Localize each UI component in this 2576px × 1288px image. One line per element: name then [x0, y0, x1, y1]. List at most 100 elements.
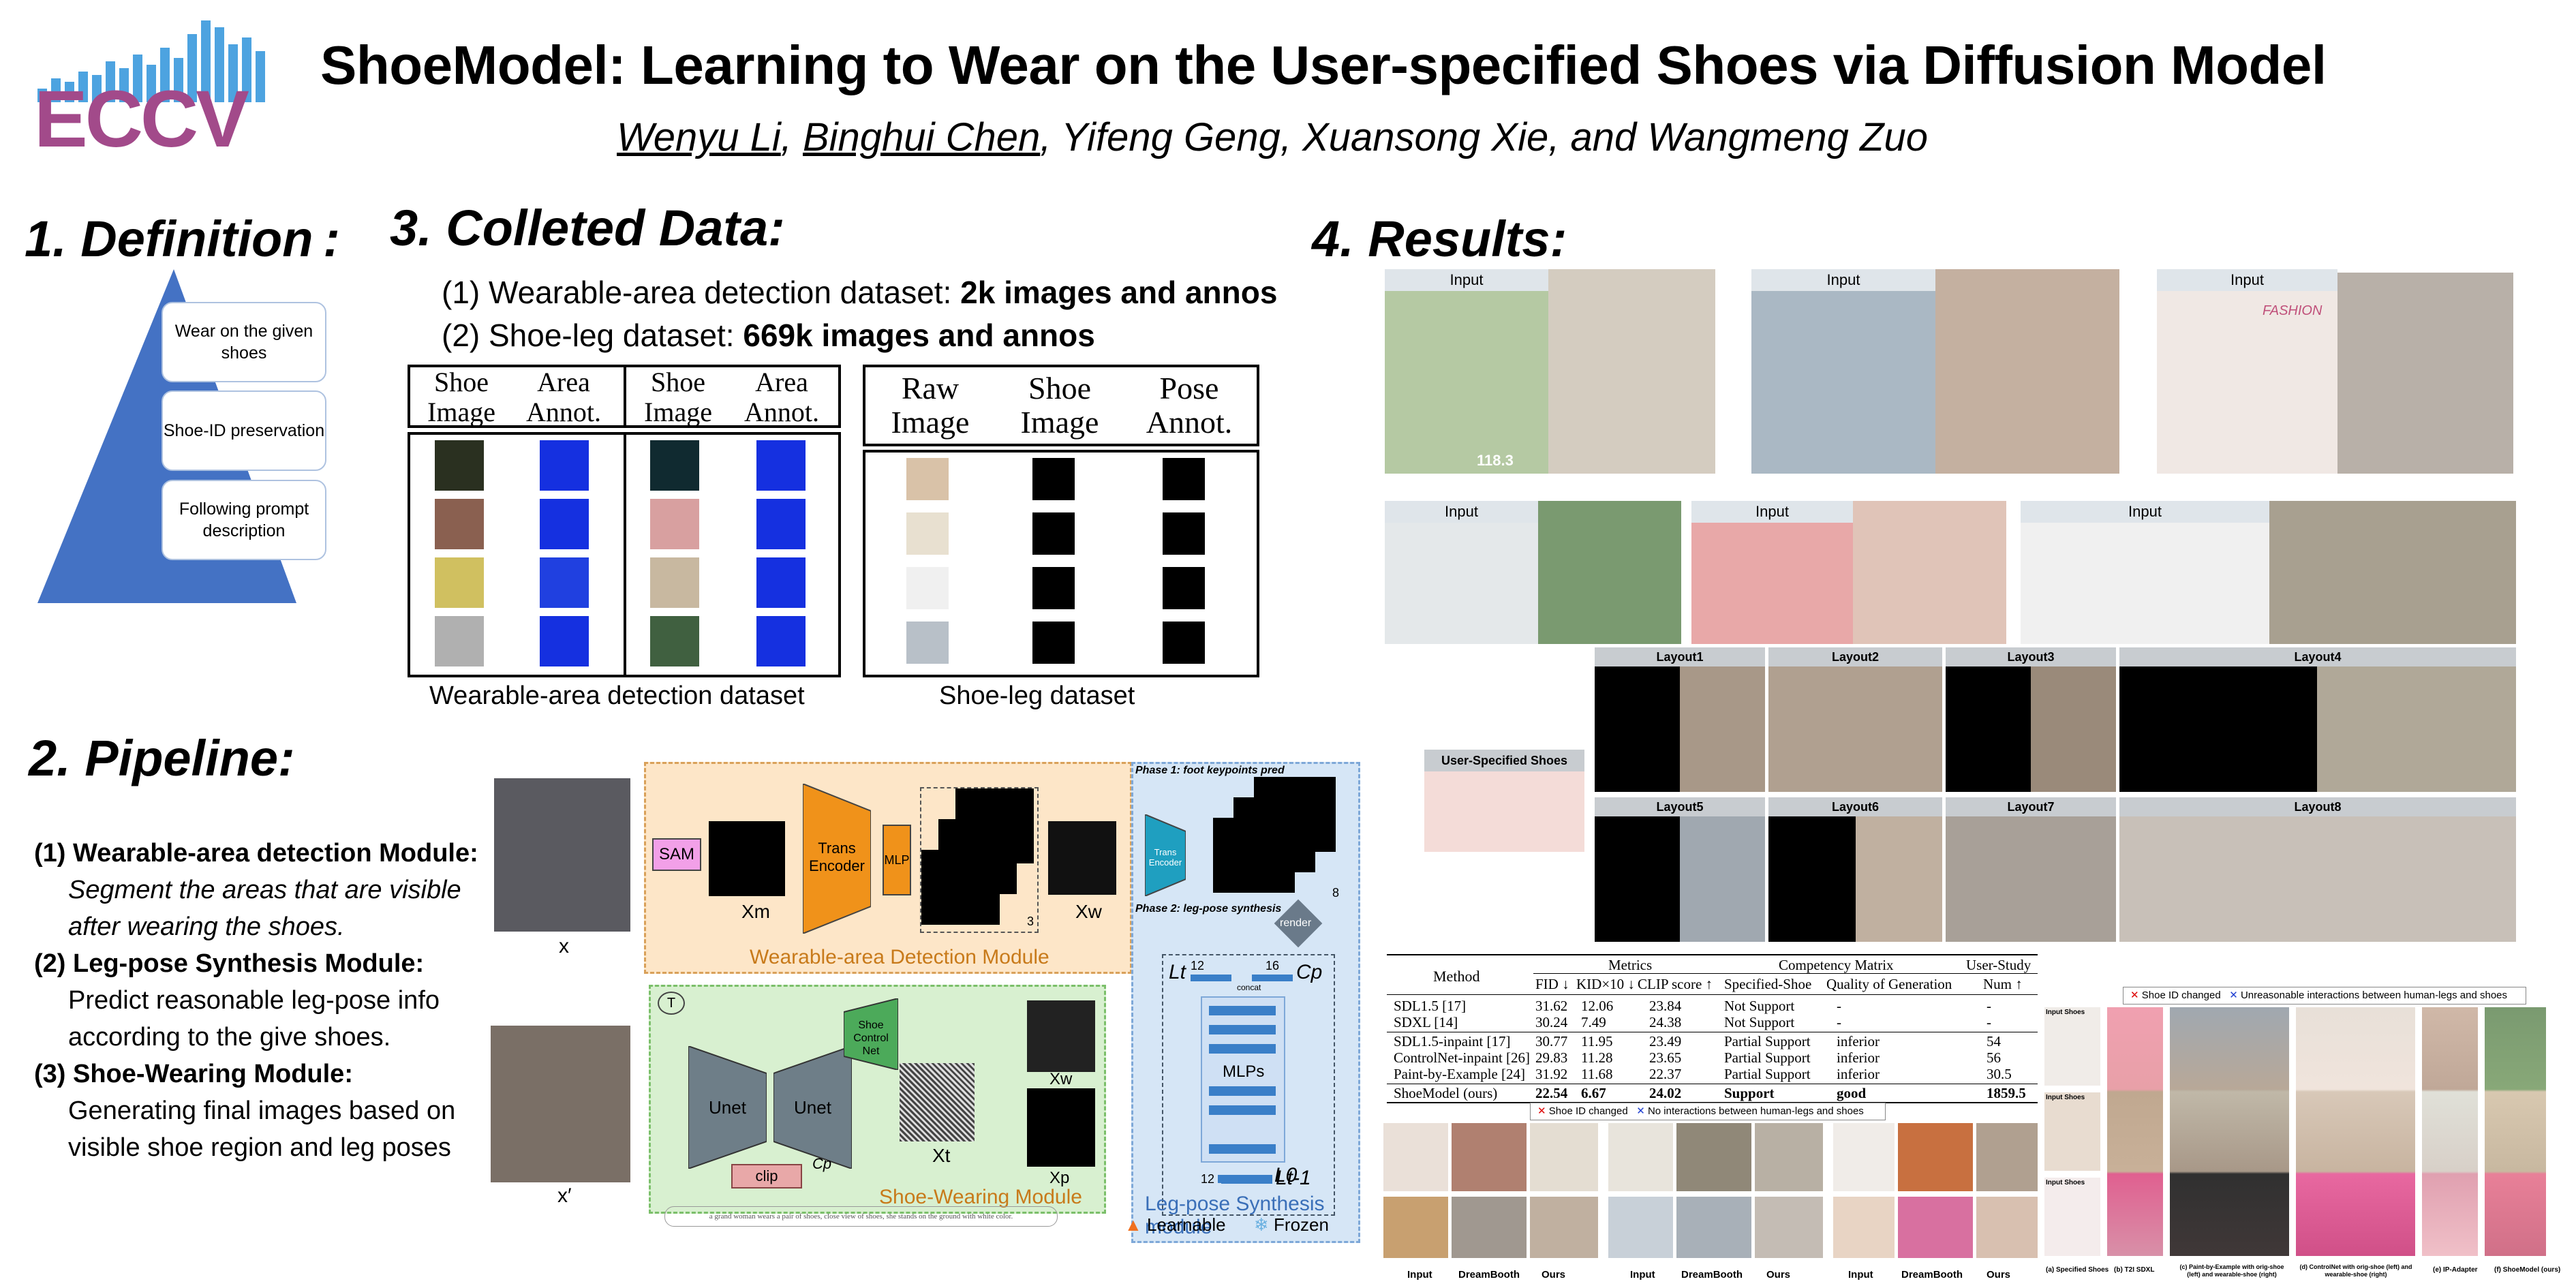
th-competency: Competency Matrix	[1779, 957, 1894, 973]
module-2-title: (2) Leg-pose Synthesis Module:	[34, 949, 425, 978]
table-cell: inferior	[1837, 1066, 1880, 1082]
th-method: Method	[1433, 968, 1480, 985]
result-2-input: Input	[1751, 269, 1935, 474]
result-2-output	[1935, 269, 2119, 474]
right-label: (b) T2I SDXL	[2114, 1266, 2155, 1274]
table-cell: Not Support	[1724, 998, 1795, 1014]
result-1-input: Input 118.3	[1385, 269, 1548, 474]
label-cp-2: Cp	[812, 1155, 832, 1172]
col-shoe-image: Shoe Image	[427, 367, 495, 427]
bottom-label: Ours	[1987, 1269, 2011, 1281]
table-cell: SDL1.5 [17]	[1394, 998, 1467, 1014]
table-cell: 31.62	[1535, 998, 1568, 1014]
label-xw: Xw	[1075, 901, 1102, 922]
label-x: x	[559, 935, 569, 957]
table-cell: -	[1837, 998, 1841, 1014]
pose-image-xp	[1027, 1088, 1095, 1167]
legend-right: ✕ Shoe ID changed ✕ Unreasonable interac…	[2123, 987, 2526, 1005]
author-2[interactable]: Binghui Chen	[802, 115, 1041, 159]
table-cell: 29.83	[1535, 1049, 1568, 1066]
mlp-box: MLP	[883, 825, 911, 895]
module-3-desc: visible shoe region and leg poses	[68, 1133, 451, 1162]
right-label: (f) ShoeModel (ours)	[2494, 1266, 2561, 1274]
unet-2: Unet	[773, 1045, 853, 1170]
layout-2: Layout2	[1768, 647, 1942, 792]
legend-learnable: ▲ Learnable	[1124, 1214, 1226, 1235]
table-cell: 22.54	[1535, 1085, 1568, 1101]
compare-group-2	[1608, 1123, 1826, 1266]
keypoint-stack: 8	[1213, 777, 1343, 900]
table-cell: 11.95	[1581, 1033, 1613, 1049]
input-image-x	[494, 778, 630, 932]
table-cell: 30.24	[1535, 1014, 1568, 1030]
table-cell: Partial Support	[1724, 1033, 1811, 1049]
table-cell: -	[1987, 1014, 1991, 1030]
module-1-desc: after wearing the shoes.	[68, 913, 345, 941]
table-cell: 56	[1987, 1049, 2001, 1066]
result-3-output	[2337, 273, 2513, 474]
noise-image-xt	[900, 1063, 975, 1141]
bottom-label: Input	[1407, 1269, 1432, 1281]
layout-4: Layout4	[2119, 647, 2516, 792]
author-separator: ,	[1040, 115, 1062, 159]
bottom-label: DreamBooth	[1901, 1269, 1963, 1281]
definition-item-1: Wear on the given shoes	[162, 302, 326, 382]
definition-item-2: Shoe-ID preservation	[162, 390, 326, 471]
col-pose-annot: Pose Annot.	[1146, 371, 1233, 440]
col-raw-image: Raw Image	[891, 371, 970, 440]
collected-data-heading: 3. Colleted Data:	[390, 200, 785, 256]
table-cell: ControlNet-inpaint [26]	[1394, 1049, 1531, 1066]
wad-module-label: Wearable-area Detection Module	[750, 946, 1049, 968]
col-shoe-image-3: Shoe Image	[1020, 371, 1099, 440]
label-x-prime: x′	[557, 1184, 572, 1207]
table-cell: 31.92	[1535, 1066, 1568, 1082]
col-shoe-image-2: Shoe Image	[644, 367, 712, 427]
layout-8: Layout8	[2119, 797, 2516, 942]
definition-item-3: Following prompt description	[162, 480, 326, 560]
table-cell: 24.02	[1649, 1085, 1682, 1101]
logo-text: ECCV	[34, 74, 249, 153]
table-cell: SDL1.5-inpaint [17]	[1394, 1033, 1511, 1049]
label-l0: L0	[1274, 1164, 1298, 1186]
sam-box: SAM	[652, 838, 701, 871]
results-heading: 4. Results:	[1312, 211, 1567, 267]
trans-encoder-1: Trans Encoder	[802, 782, 872, 935]
swm-module-label: Shoe-Wearing Module	[879, 1186, 1082, 1208]
bottom-label: Ours	[1766, 1269, 1791, 1281]
caption-wearable-area: Wearable-area detection dataset	[429, 681, 805, 710]
module-1-title: (1) Wearable-area detection Module:	[34, 839, 478, 868]
bottom-label: DreamBooth	[1681, 1269, 1743, 1281]
author-3: Yifeng Geng	[1061, 115, 1281, 159]
table-cell: 24.38	[1649, 1014, 1682, 1030]
bottom-label: Input	[1630, 1269, 1655, 1281]
user-specified-shoes: User-Specified Shoes	[1424, 750, 1584, 852]
bottom-label: Input	[1848, 1269, 1873, 1281]
bottom-label: Ours	[1542, 1269, 1566, 1281]
table-cell: ShoeModel (ours)	[1394, 1085, 1498, 1101]
comparison-grid-right: Input Shoes Input Shoes Input Shoes	[2044, 1007, 2562, 1263]
author-separator: ,	[780, 115, 803, 159]
dataset-line-2: (2) Shoe-leg dataset: 669k images and an…	[442, 318, 1095, 353]
legend-left: ✕ Shoe ID changed ✕ No interactions betw…	[1530, 1103, 1886, 1120]
layout-3: Layout3	[1946, 647, 2116, 792]
wearable-area-table-body	[408, 432, 841, 677]
result-6-output	[2269, 501, 2516, 644]
author-list: Wenyu Li, Binghui Chen, Yifeng Geng, Xua…	[617, 114, 1928, 160]
right-label: (a) Specified Shoes	[2046, 1266, 2109, 1274]
phase2-label: Phase 2: leg-pose synthesis	[1135, 903, 1282, 915]
pipeline-heading: 2. Pipeline:	[29, 730, 295, 786]
trans-encoder-2: Trans Encoder	[1144, 813, 1186, 898]
table-cell: good	[1837, 1085, 1867, 1101]
module-1-desc: Segment the areas that are visible	[68, 876, 461, 904]
author-1[interactable]: Wenyu Li	[617, 115, 781, 159]
th-metrics: Metrics	[1608, 957, 1653, 973]
caption-shoe-leg: Shoe-leg dataset	[939, 681, 1135, 710]
module-3-desc: Generating final images based on	[68, 1097, 456, 1125]
author-4: Xuansong Xie	[1302, 115, 1549, 159]
visible-image-xw-2	[1027, 1000, 1095, 1072]
phase1-label: Phase 1: foot keypoints pred	[1135, 765, 1285, 776]
shoe-leg-table-body	[863, 450, 1259, 677]
timestep-t: T	[658, 992, 685, 1015]
table-cell: 7.49	[1581, 1014, 1606, 1030]
result-6-input: Input	[2021, 501, 2269, 644]
